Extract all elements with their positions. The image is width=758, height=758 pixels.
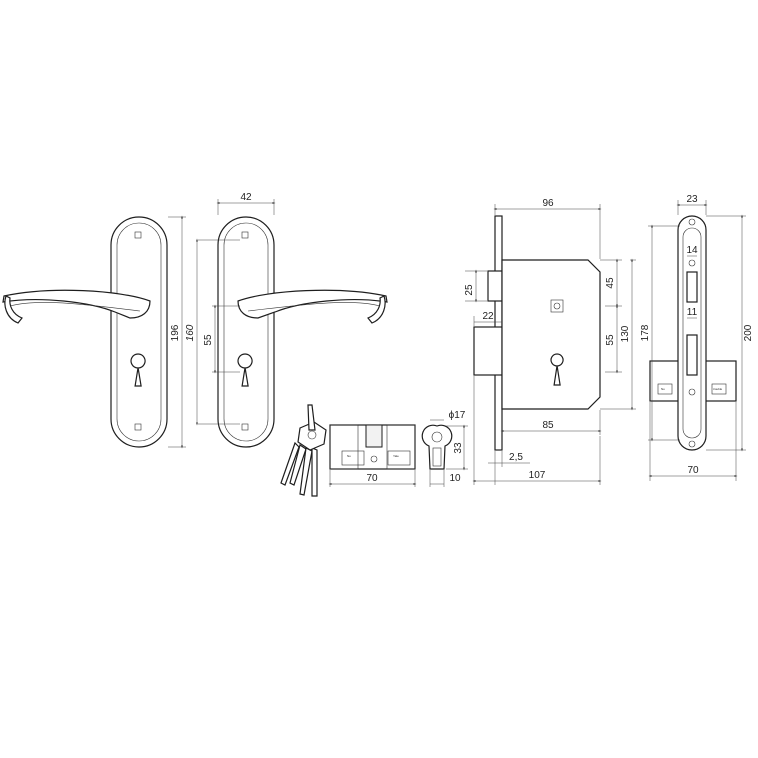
cylinder-offset-label: 10 (449, 473, 461, 484)
handle-dimensions: 42 196 160 55 (168, 192, 276, 449)
lock-body-dimensions: 96 25 22 45 55 130 85 2,5 107 (464, 198, 636, 485)
left-handle-plate (110, 216, 168, 448)
euro-cylinder: No Yale (329, 424, 416, 470)
handle-keyhole-label: 55 (203, 334, 214, 346)
lock-body-plate-label: 2,5 (509, 452, 523, 463)
lock-body-depth-label: 85 (542, 420, 554, 431)
strike-face-text-left: No (661, 387, 665, 391)
cylinder-face-text-right: Yale (393, 454, 399, 458)
lock-body-upper-label: 45 (605, 277, 616, 289)
strike-base-label: 70 (687, 465, 699, 476)
lock-body-width-label: 96 (542, 198, 554, 209)
key-bunch (280, 404, 327, 497)
handle-center-label: 160 (185, 324, 196, 341)
cylinder-face-text-left: No (347, 454, 351, 458)
cylinder-end-view: ϕ17 33 10 (421, 410, 468, 487)
cylinder-dimensions: 70 (328, 470, 417, 487)
lock-body-mid-label: 55 (605, 334, 616, 346)
cylinder-diameter-label: ϕ17 (449, 410, 466, 421)
strike-face-text-right: trouble (713, 387, 723, 391)
right-keyhole-icon (237, 353, 253, 387)
lock-body-overall-width-label: 107 (529, 470, 546, 481)
left-lever-handle (2, 289, 151, 324)
strike-slot1-label: 14 (686, 245, 698, 256)
right-handle-plate (217, 216, 275, 448)
strike-slot2-label: 11 (687, 307, 698, 318)
strike-dimensions: 23 14 11 178 200 70 (640, 194, 754, 481)
strike-outer-height-label: 200 (743, 324, 754, 341)
handle-height-label: 196 (170, 324, 181, 341)
lock-body-height-label: 130 (620, 325, 631, 342)
cylinder-height-label: 33 (453, 442, 464, 454)
strike-inner-height-label: 178 (640, 324, 651, 341)
cylinder-length-label: 70 (366, 473, 378, 484)
handle-width-label: 42 (240, 192, 252, 203)
mortise-lock-body (473, 215, 601, 451)
lock-body-top-label: 25 (464, 284, 475, 296)
strike-width-label: 23 (686, 194, 698, 205)
right-lever-handle (237, 289, 388, 324)
lock-body-keyhole-icon (550, 353, 564, 386)
strike-plate: No trouble (649, 215, 737, 451)
lock-body-latch-label: 22 (482, 311, 494, 322)
left-keyhole-icon (130, 353, 146, 387)
